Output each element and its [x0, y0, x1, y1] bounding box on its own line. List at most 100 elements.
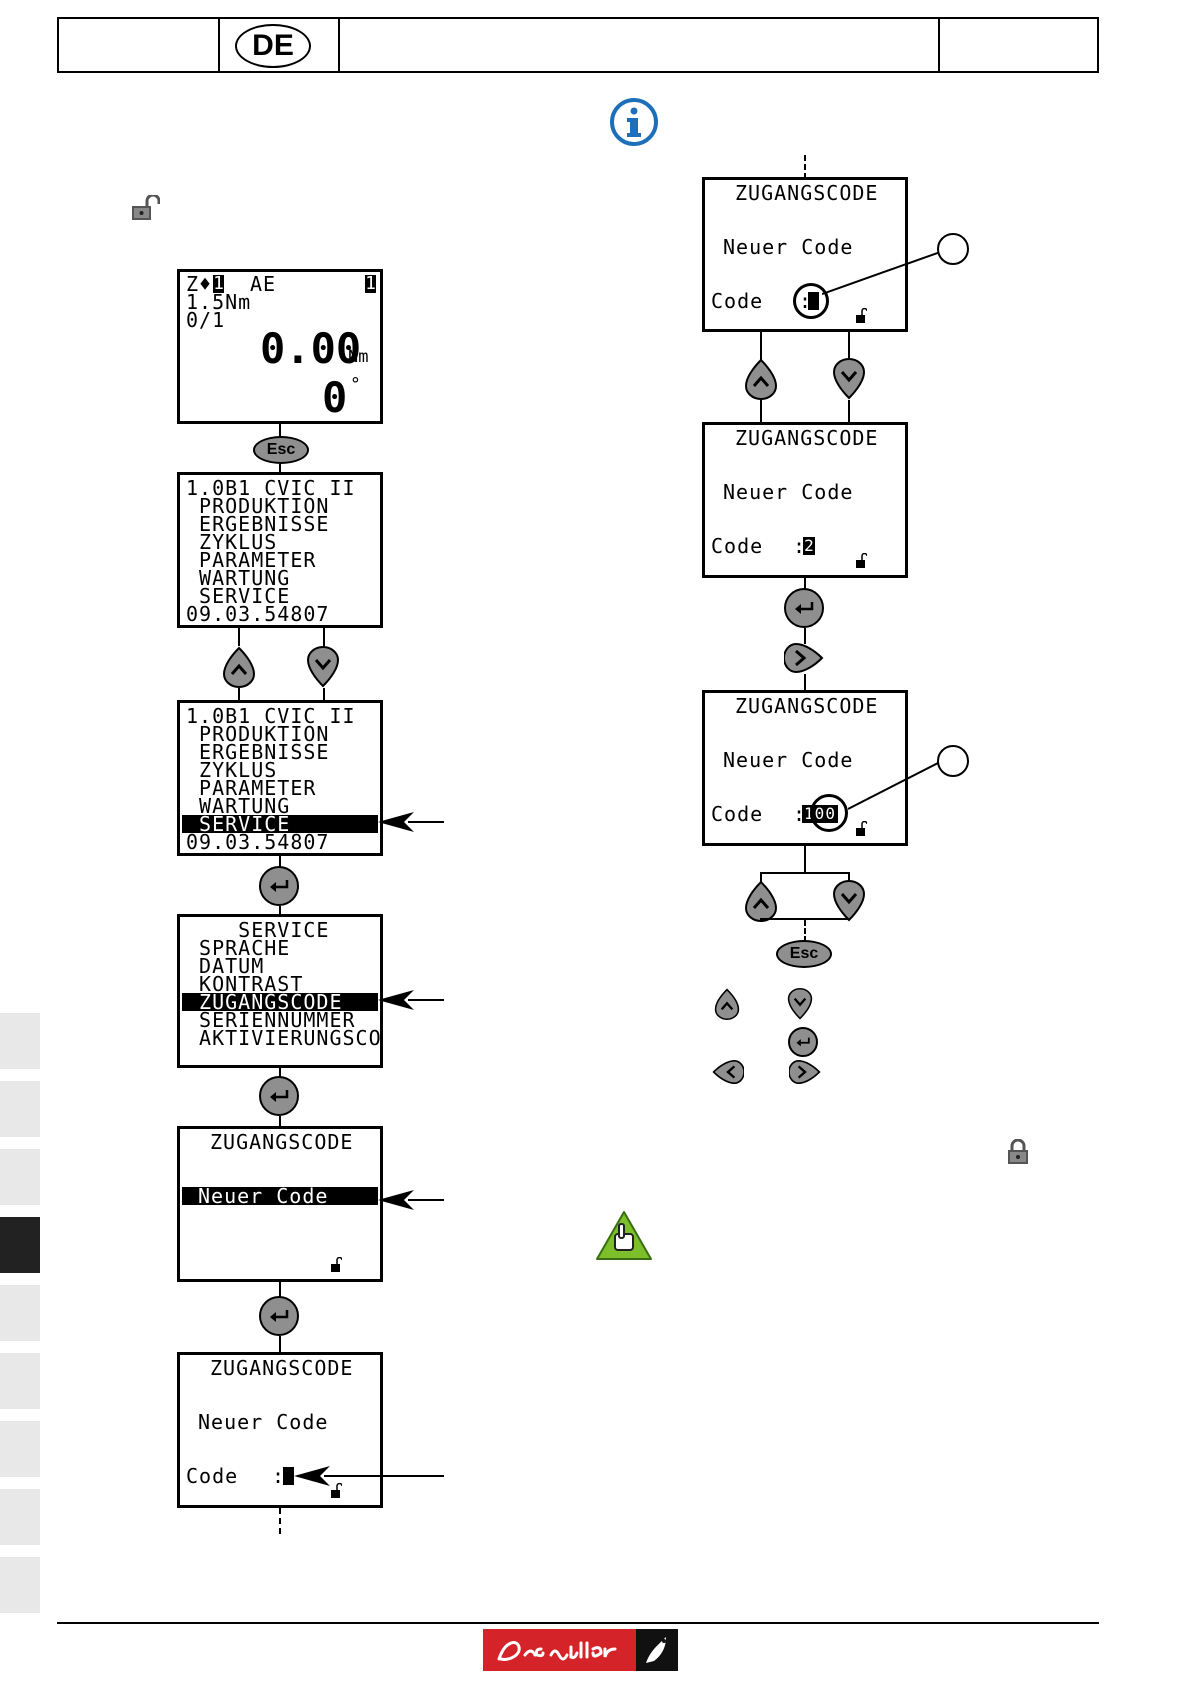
- connector: [760, 872, 762, 884]
- menu-line: AKTIVIERUNGSCOD: [186, 1026, 383, 1050]
- esc-button[interactable]: Esc: [776, 940, 832, 968]
- tip-hand-icon: [595, 1210, 653, 1262]
- lcd-torque-value: 0.00: [260, 324, 362, 373]
- lcd-angle-unit: °: [350, 374, 361, 395]
- lcd-code-label: Code: [711, 289, 764, 313]
- enter-button[interactable]: [259, 866, 299, 906]
- header-table: [57, 17, 1099, 73]
- lcd-torque-unit: Nm: [348, 347, 369, 367]
- lcd-code-label: Code: [186, 1464, 239, 1488]
- unlocked-padlock-icon: [330, 1482, 343, 1499]
- lcd-main-menu-service-selected: 1.0B1 CVIC II PRODUKTION ERGEBNISSE ZYKL…: [177, 700, 383, 856]
- menu-line: SPRACHE: [186, 936, 291, 960]
- connector: [279, 1116, 281, 1128]
- pointer-arrow-icon: [294, 1464, 444, 1488]
- dashed-connector: [804, 155, 806, 179]
- menu-line: PRODUKTION: [186, 722, 330, 746]
- menu-line-selected: SERVICE: [186, 812, 291, 836]
- lcd-status-left: Z♦: [186, 272, 213, 296]
- menu-line: ERGEBNISSE: [186, 512, 330, 536]
- menu-line: SERIENNUMMER: [186, 1008, 356, 1032]
- callout-line: [821, 249, 947, 295]
- lcd-title: ZUGANGSCODE: [210, 1356, 354, 1380]
- menu-line: 1.0B1 CVIC II: [186, 704, 356, 728]
- connector: [279, 1336, 281, 1354]
- down-arrow-button[interactable]: [832, 880, 866, 922]
- pointer-arrow-icon: [378, 810, 444, 834]
- connector: [238, 628, 240, 646]
- lcd-new-code-label: Neuer Code: [723, 748, 854, 772]
- lcd-access-code-entry: ZUGANGSCODE Neuer Code Code :: [177, 1352, 383, 1508]
- menu-line: SERVICE: [186, 584, 291, 608]
- lcd-target-torque: 1.5Nm: [186, 290, 252, 314]
- enter-button[interactable]: [788, 1027, 818, 1057]
- connector: [804, 578, 806, 590]
- lcd-access-code-step3: ZUGANGSCODE Neuer Code Code : 100: [702, 690, 908, 846]
- pointer-arrow-icon: [378, 1188, 444, 1212]
- lcd-new-code-label: Neuer Code: [198, 1410, 329, 1434]
- down-arrow-button[interactable]: [832, 358, 866, 400]
- connector: [323, 628, 325, 646]
- menu-line: PARAMETER: [186, 776, 317, 800]
- lcd-code-label: Code: [711, 534, 764, 558]
- connector: [279, 1282, 281, 1298]
- header-divider: [218, 19, 220, 71]
- dashed-connector: [279, 1508, 281, 1534]
- lcd-run-screen: Z♦ 1 AE 1 1.5Nm 0/1 0.00 Nm 0 °: [177, 269, 383, 424]
- bird-logo-icon: [636, 1629, 678, 1671]
- esc-button[interactable]: Esc: [253, 436, 309, 464]
- connector: [848, 400, 850, 424]
- lcd-title: ZUGANGSCODE: [735, 694, 879, 718]
- lcd-angle-value: 0: [322, 373, 348, 422]
- locked-padlock-icon: [1007, 1138, 1029, 1165]
- right-arrow-button[interactable]: [788, 1059, 821, 1085]
- side-tab: [0, 1013, 40, 1069]
- enter-button[interactable]: [259, 1296, 299, 1336]
- menu-line: 09.03.54807 H2: [186, 602, 330, 626]
- enter-button[interactable]: [259, 1076, 299, 1116]
- menu-line: DATUM: [186, 954, 265, 978]
- enter-button[interactable]: [784, 588, 824, 628]
- connector: [279, 906, 281, 916]
- connector: [323, 688, 325, 702]
- menu-highlight: [182, 1187, 378, 1205]
- lcd-service-menu: SERVICE SPRACHE DATUM KONTRAST ZUGANGSCO…: [177, 914, 383, 1068]
- lcd-program-number: 1: [213, 273, 224, 294]
- up-arrow-button[interactable]: [744, 880, 778, 922]
- connector: [760, 872, 850, 874]
- info-icon: [609, 97, 659, 147]
- up-arrow-button[interactable]: [744, 358, 778, 400]
- down-arrow-button[interactable]: [306, 646, 340, 688]
- lcd-new-code-label: Neuer Code: [723, 235, 854, 259]
- connector: [848, 872, 850, 884]
- up-arrow-button[interactable]: [714, 988, 740, 1020]
- menu-line: ZYKLUS: [186, 530, 278, 554]
- side-tab: [0, 1285, 40, 1341]
- menu-highlight: [182, 993, 378, 1011]
- right-arrow-button[interactable]: [783, 642, 824, 674]
- lcd-access-code-menu: ZUGANGSCODE Neuer Code: [177, 1126, 383, 1282]
- unlocked-padlock-icon: [130, 193, 161, 221]
- connector: [279, 1068, 281, 1078]
- menu-line-selected: ZUGANGSCODE: [186, 990, 343, 1014]
- lcd-title: ZUGANGSCODE: [210, 1130, 354, 1154]
- connector: [848, 332, 850, 360]
- lcd-title: ZUGANGSCODE: [735, 426, 879, 450]
- side-tab: [0, 1421, 40, 1477]
- left-arrow-button[interactable]: [712, 1059, 745, 1085]
- menu-line: PARAMETER: [186, 548, 317, 572]
- menu-line: ERGEBNISSE: [186, 740, 330, 764]
- menu-line: WARTUNG: [186, 566, 291, 590]
- down-arrow-button[interactable]: [787, 988, 813, 1020]
- lcd-mode: AE: [250, 272, 277, 296]
- header-divider: [938, 19, 940, 71]
- side-tab: [0, 1353, 40, 1409]
- connector: [279, 424, 281, 438]
- connector: [760, 400, 762, 424]
- menu-line: WARTUNG: [186, 794, 291, 818]
- footer-rule: [57, 1622, 1099, 1624]
- connector: [804, 628, 806, 644]
- up-arrow-button[interactable]: [222, 646, 256, 688]
- lcd-title: ZUGANGSCODE: [735, 181, 879, 205]
- side-tab: [0, 1081, 40, 1137]
